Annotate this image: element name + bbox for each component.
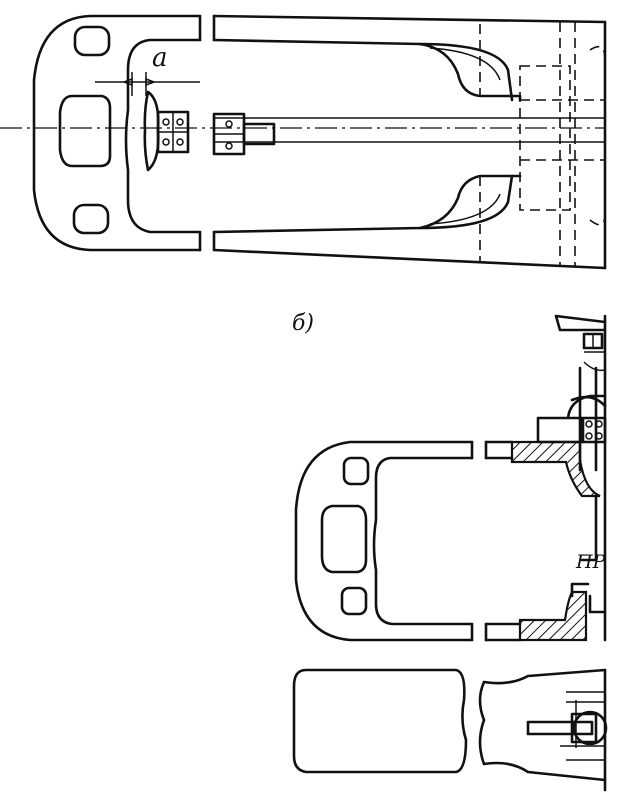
upper-mount-section: [510, 440, 601, 498]
dimension-a-label: a: [152, 43, 168, 73]
window-icon: [342, 456, 370, 486]
lower-left-panel: [292, 668, 468, 774]
window-icon: [340, 586, 368, 616]
lower-mount-section: [518, 590, 588, 642]
window-icon: [320, 504, 368, 574]
view-b-label: б): [292, 311, 314, 336]
steering-wheel: [143, 90, 160, 172]
view-a-hidden-lines: [479, 22, 606, 266]
view-b-lower-component: [292, 668, 608, 792]
view-a-inner-outline: [124, 38, 202, 234]
window-icon: [72, 203, 110, 235]
view-a-body-outline: [32, 14, 202, 252]
view-a: a: [0, 14, 607, 270]
pr-label: ПР: [575, 551, 607, 573]
window-icon: [58, 94, 112, 168]
view-a-inner-frame: [212, 38, 522, 234]
view-a-body-outline-right: [212, 14, 607, 270]
view-b: ПР: [294, 314, 607, 642]
view-b-cab-inner: [372, 456, 474, 626]
view-b-cab-outline: [294, 440, 474, 642]
lower-right-panel: [478, 668, 607, 782]
window-icon: [73, 25, 111, 57]
